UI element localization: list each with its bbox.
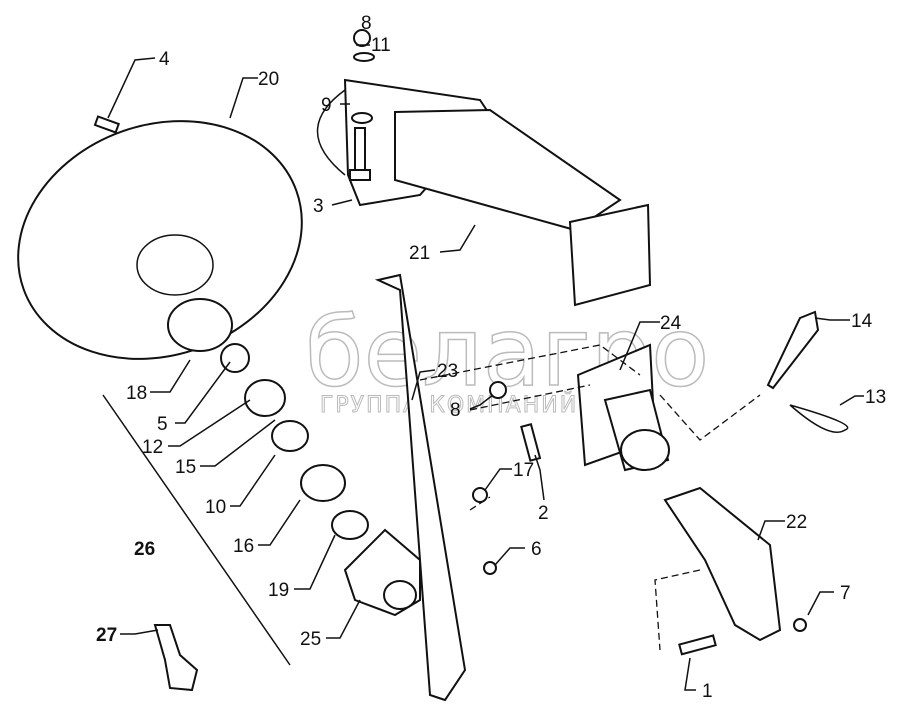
label-17: 17: [513, 460, 534, 481]
label-5: 5: [157, 414, 168, 435]
label-22: 22: [786, 512, 807, 533]
disc-part-20: [17, 120, 303, 360]
bolt-part-3: [349, 29, 375, 181]
label-14: 14: [851, 311, 873, 332]
label-26: 26: [134, 539, 155, 560]
label-19: 19: [268, 580, 289, 601]
label-6: 6: [531, 539, 542, 560]
label-18: 18: [126, 383, 147, 404]
label-8-mid: 8: [450, 400, 461, 421]
label-10: 10: [205, 497, 226, 518]
label-11: 11: [371, 35, 391, 56]
label-9: 9: [321, 95, 332, 116]
leader-lines: [107, 44, 864, 691]
label-2: 2: [538, 503, 549, 524]
label-20: 20: [258, 69, 279, 90]
label-21: 21: [409, 243, 430, 264]
label-15: 15: [175, 457, 196, 478]
clevis-parts: [576, 310, 849, 656]
label-4: 4: [159, 49, 170, 70]
label-24: 24: [660, 313, 682, 334]
label-7: 7: [840, 583, 851, 604]
svg-text:ГРУППА КОМПАНИЙ: ГРУППА КОМПАНИЙ: [320, 392, 578, 418]
label-1: 1: [702, 681, 713, 702]
label-23: 23: [437, 361, 458, 382]
assembly-lines: [102, 344, 761, 666]
label-16: 16: [233, 536, 254, 557]
label-12: 12: [142, 437, 163, 458]
label-8-top: 8: [361, 13, 372, 34]
bolt-part-4: [93, 115, 120, 134]
cap-part-27: [153, 624, 199, 692]
label-27: 27: [96, 625, 117, 646]
label-13: 13: [865, 387, 886, 408]
label-25: 25: [300, 629, 321, 650]
beam-part-23: [374, 273, 467, 702]
label-3: 3: [313, 196, 324, 217]
part-labels: 4 20 8 11 9 3 21 24 14 23 18 5 12 15 8 1…: [96, 13, 886, 702]
bracket-part-21: [316, 78, 652, 307]
